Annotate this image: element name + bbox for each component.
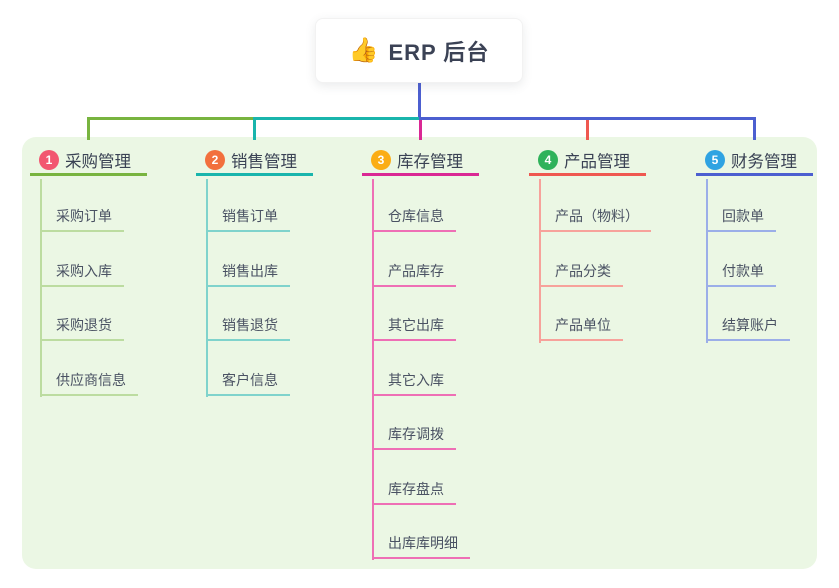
connector-root-drop (418, 83, 421, 117)
child-item[interactable]: 产品单位 (539, 314, 623, 341)
child-item[interactable]: 其它出库 (372, 314, 456, 341)
connector-children-line (372, 179, 374, 560)
branch-badge: 5 (705, 149, 725, 170)
branch-badge: 2 (205, 149, 225, 170)
connector-drop-finance (753, 117, 756, 140)
branch-title-label: 采购管理 (65, 152, 131, 171)
branch-badge: 3 (371, 149, 391, 170)
child-item[interactable]: 客户信息 (206, 369, 290, 396)
branch-purchase: 1 采购管理 采购订单 采购入库 采购退货 供应商信息 (30, 0, 147, 588)
branch-title-sales[interactable]: 2 销售管理 (196, 146, 313, 176)
connector-drop-purchase (87, 117, 90, 140)
children-list: 产品（物料） 产品分类 产品单位 (539, 179, 651, 341)
branch-title-label: 产品管理 (564, 152, 630, 171)
connector-bus-purchase (87, 117, 255, 120)
child-item[interactable]: 销售出库 (206, 260, 290, 287)
children-list: 销售订单 销售出库 销售退货 客户信息 (206, 179, 290, 396)
child-item[interactable]: 回款单 (706, 205, 776, 232)
branch-badge: 4 (538, 149, 558, 170)
branch-title-product[interactable]: 4 产品管理 (529, 146, 646, 176)
child-item[interactable]: 产品（物料） (539, 205, 651, 232)
child-item[interactable]: 采购订单 (40, 205, 124, 232)
thumbs-up-icon: 👍 (348, 36, 379, 64)
child-item[interactable]: 采购入库 (40, 260, 124, 287)
connector-bus-sales (253, 117, 422, 120)
branch-title-label: 财务管理 (731, 152, 797, 171)
child-item[interactable]: 采购退货 (40, 314, 124, 341)
branch-title-label: 销售管理 (231, 152, 297, 171)
branch-title-inventory[interactable]: 3 库存管理 (362, 146, 479, 176)
branch-finance: 5 财务管理 回款单 付款单 结算账户 (696, 0, 813, 588)
child-item[interactable]: 库存调拨 (372, 423, 456, 450)
child-item[interactable]: 产品分类 (539, 260, 623, 287)
child-item[interactable]: 产品库存 (372, 260, 456, 287)
child-item[interactable]: 库存盘点 (372, 478, 456, 505)
children-list: 回款单 付款单 结算账户 (706, 179, 790, 341)
branches-panel (22, 137, 817, 569)
connector-children-line (206, 179, 208, 397)
children-list: 仓库信息 产品库存 其它出库 其它入库 库存调拨 库存盘点 出库库明细 (372, 179, 470, 559)
branch-title-purchase[interactable]: 1 采购管理 (30, 146, 147, 176)
connector-children-line (539, 179, 541, 343)
connector-children-line (40, 179, 42, 397)
branch-inventory: 3 库存管理 仓库信息 产品库存 其它出库 其它入库 库存调拨 库存盘点 出库库… (362, 0, 479, 588)
children-list: 采购订单 采购入库 采购退货 供应商信息 (40, 179, 138, 396)
connector-drop-inventory (419, 120, 422, 140)
connector-drop-sales (253, 117, 256, 140)
child-item[interactable]: 出库库明细 (372, 532, 470, 559)
connector-bus-finance (419, 117, 756, 120)
child-item[interactable]: 供应商信息 (40, 369, 138, 396)
child-item[interactable]: 销售退货 (206, 314, 290, 341)
branch-title-finance[interactable]: 5 财务管理 (696, 146, 813, 176)
branch-badge: 1 (39, 149, 59, 170)
child-item[interactable]: 仓库信息 (372, 205, 456, 232)
child-item[interactable]: 结算账户 (706, 314, 790, 341)
branch-product: 4 产品管理 产品（物料） 产品分类 产品单位 (529, 0, 651, 588)
child-item[interactable]: 其它入库 (372, 369, 456, 396)
branch-title-label: 库存管理 (397, 152, 463, 171)
root-label: ERP 后台 (388, 39, 490, 65)
connector-drop-product (586, 120, 589, 140)
root-node[interactable]: 👍 ERP 后台 (315, 18, 523, 83)
child-item[interactable]: 付款单 (706, 260, 776, 287)
child-item[interactable]: 销售订单 (206, 205, 290, 232)
branch-sales: 2 销售管理 销售订单 销售出库 销售退货 客户信息 (196, 0, 313, 588)
connector-children-line (706, 179, 708, 343)
